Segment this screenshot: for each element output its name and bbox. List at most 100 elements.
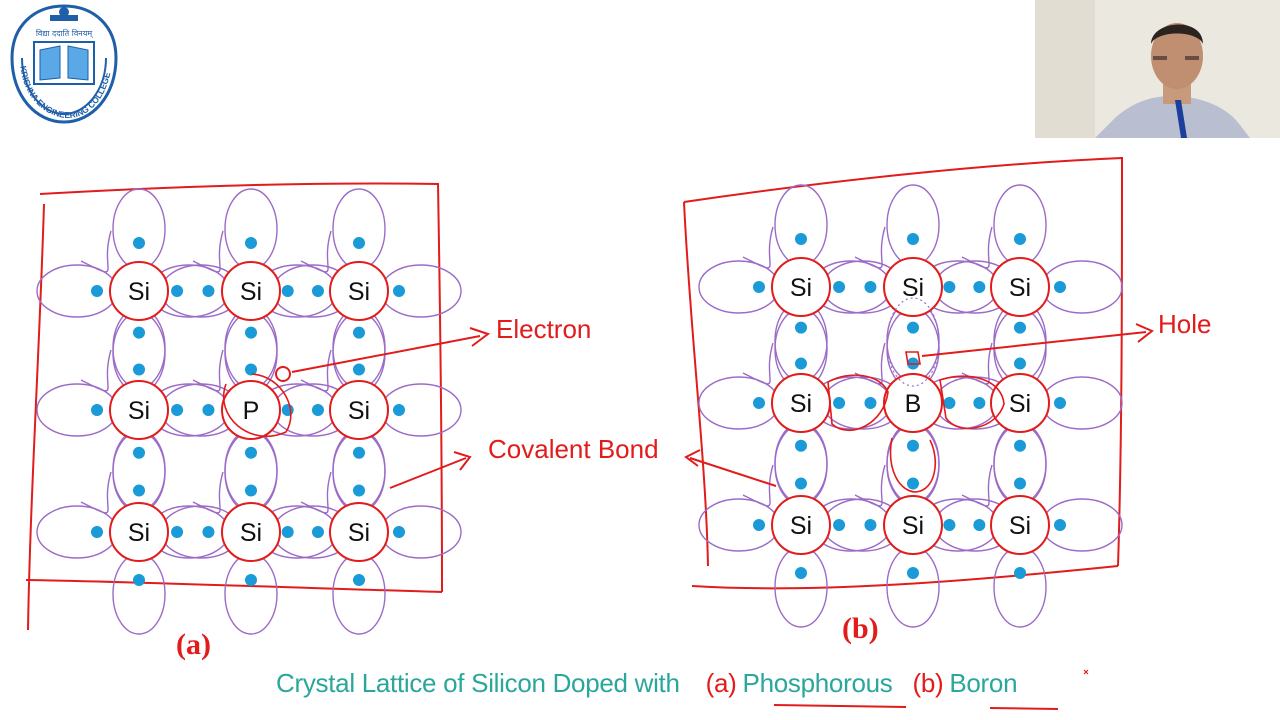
electron-dot <box>281 285 294 297</box>
electron-dot <box>907 567 919 579</box>
atom-circle <box>329 261 389 321</box>
panel-label-a: (a) <box>176 628 211 661</box>
electron-label: Electron <box>496 314 592 344</box>
atom-circle <box>221 261 281 321</box>
atom-label: Si <box>348 519 370 547</box>
electron-dot <box>973 519 986 531</box>
atom-label: Si <box>790 390 812 418</box>
electron-dot <box>133 326 145 339</box>
electron-dot <box>864 281 877 293</box>
electron-dot <box>245 574 257 586</box>
electron-dot <box>907 321 919 334</box>
atom-circle <box>771 495 831 555</box>
atom-label: B <box>905 390 922 418</box>
electron-dot <box>91 404 103 416</box>
electron-dot <box>133 363 145 376</box>
atom-circle <box>990 373 1050 433</box>
electron-dot <box>1054 519 1066 531</box>
atom-label: P <box>243 397 260 425</box>
panel-label-b: (b) <box>842 612 879 645</box>
atom-circle <box>221 502 281 562</box>
atom-label: Si <box>240 278 262 306</box>
electron-dot <box>171 285 184 297</box>
atom-label: Si <box>1009 274 1031 302</box>
electron-dot <box>91 285 103 297</box>
electron-dot <box>393 526 405 538</box>
atom-circle <box>329 380 389 440</box>
webcam-feed <box>1035 0 1280 138</box>
electron-dot <box>171 526 184 538</box>
slide-caption: Crystal Lattice of Silicon Doped with(a)… <box>276 668 1018 699</box>
logo-motto: विद्या ददाति विनयम् <box>36 28 94 39</box>
atom-label: Si <box>240 519 262 547</box>
electron-dot <box>311 404 324 416</box>
electron-dot <box>753 281 765 293</box>
college-logo: विद्या ददाति विनयम् KRISHNA ENGINEERING … <box>10 4 118 124</box>
atom-label: Si <box>348 278 370 306</box>
atom-circle <box>109 502 169 562</box>
electron-dot <box>133 574 145 586</box>
electron-dot <box>311 526 324 538</box>
electron-dot <box>353 326 365 339</box>
electron-dot <box>795 567 807 579</box>
electron-dot <box>353 574 365 586</box>
frame-outline <box>25 182 443 631</box>
electron-dot <box>1014 321 1026 334</box>
bond-highlight-right <box>939 375 1005 430</box>
electron-dot <box>753 519 765 531</box>
atom-label: Si <box>790 512 812 540</box>
caption-boron: Boron <box>949 668 1018 698</box>
electron-arrow <box>291 327 491 373</box>
atom-label: Si <box>790 274 812 302</box>
electron-dot <box>133 446 145 459</box>
atom-label: Si <box>902 274 924 302</box>
atom-circle <box>109 261 169 321</box>
electron-dot <box>833 397 846 409</box>
electron-dot <box>202 285 215 297</box>
electron-dot <box>1014 439 1026 452</box>
electron-dot <box>245 237 257 249</box>
electron-dot <box>202 526 215 538</box>
electron-dot <box>833 519 846 531</box>
electron-dot <box>795 477 807 490</box>
electron-dot <box>171 404 184 416</box>
electron-dot <box>353 237 365 249</box>
electron-dot <box>907 477 919 490</box>
atom-label: Si <box>128 519 150 547</box>
extra-electron-mark <box>275 366 291 382</box>
electron-dot <box>1054 281 1066 293</box>
electron-dot <box>795 233 807 245</box>
atom-label: Si <box>128 278 150 306</box>
electron-dot <box>973 397 986 409</box>
hole-label: Hole <box>1158 309 1212 339</box>
atom-circle <box>990 257 1050 317</box>
electron-dot <box>795 321 807 334</box>
electron-dot <box>353 484 365 497</box>
electron-dot <box>864 397 877 409</box>
electron-dot <box>795 357 807 370</box>
caption-phosphorous: Phosphorous <box>742 668 893 698</box>
presenter-video <box>1035 0 1280 138</box>
atom-circle <box>109 380 169 440</box>
bond-highlight-bottom <box>889 437 937 493</box>
electron-dot <box>133 484 145 497</box>
electron-dot <box>245 484 257 497</box>
electron-dot <box>943 281 956 293</box>
atom-circle <box>329 502 389 562</box>
electron-dot <box>281 526 294 538</box>
electron-dot <box>1014 233 1026 245</box>
covalent-bond-label: Covalent Bond <box>488 434 659 464</box>
electron-dot <box>393 404 405 416</box>
caption-prefix: Crystal Lattice of Silicon Doped with <box>276 668 680 698</box>
electron-dot <box>245 363 257 376</box>
electron-dot <box>864 519 877 531</box>
electron-dot <box>202 404 215 416</box>
electron-dot <box>353 446 365 459</box>
electron-dot <box>245 326 257 339</box>
hole-arrow <box>921 323 1154 357</box>
electron-dot <box>943 519 956 531</box>
phosphorous-mark <box>222 373 292 438</box>
